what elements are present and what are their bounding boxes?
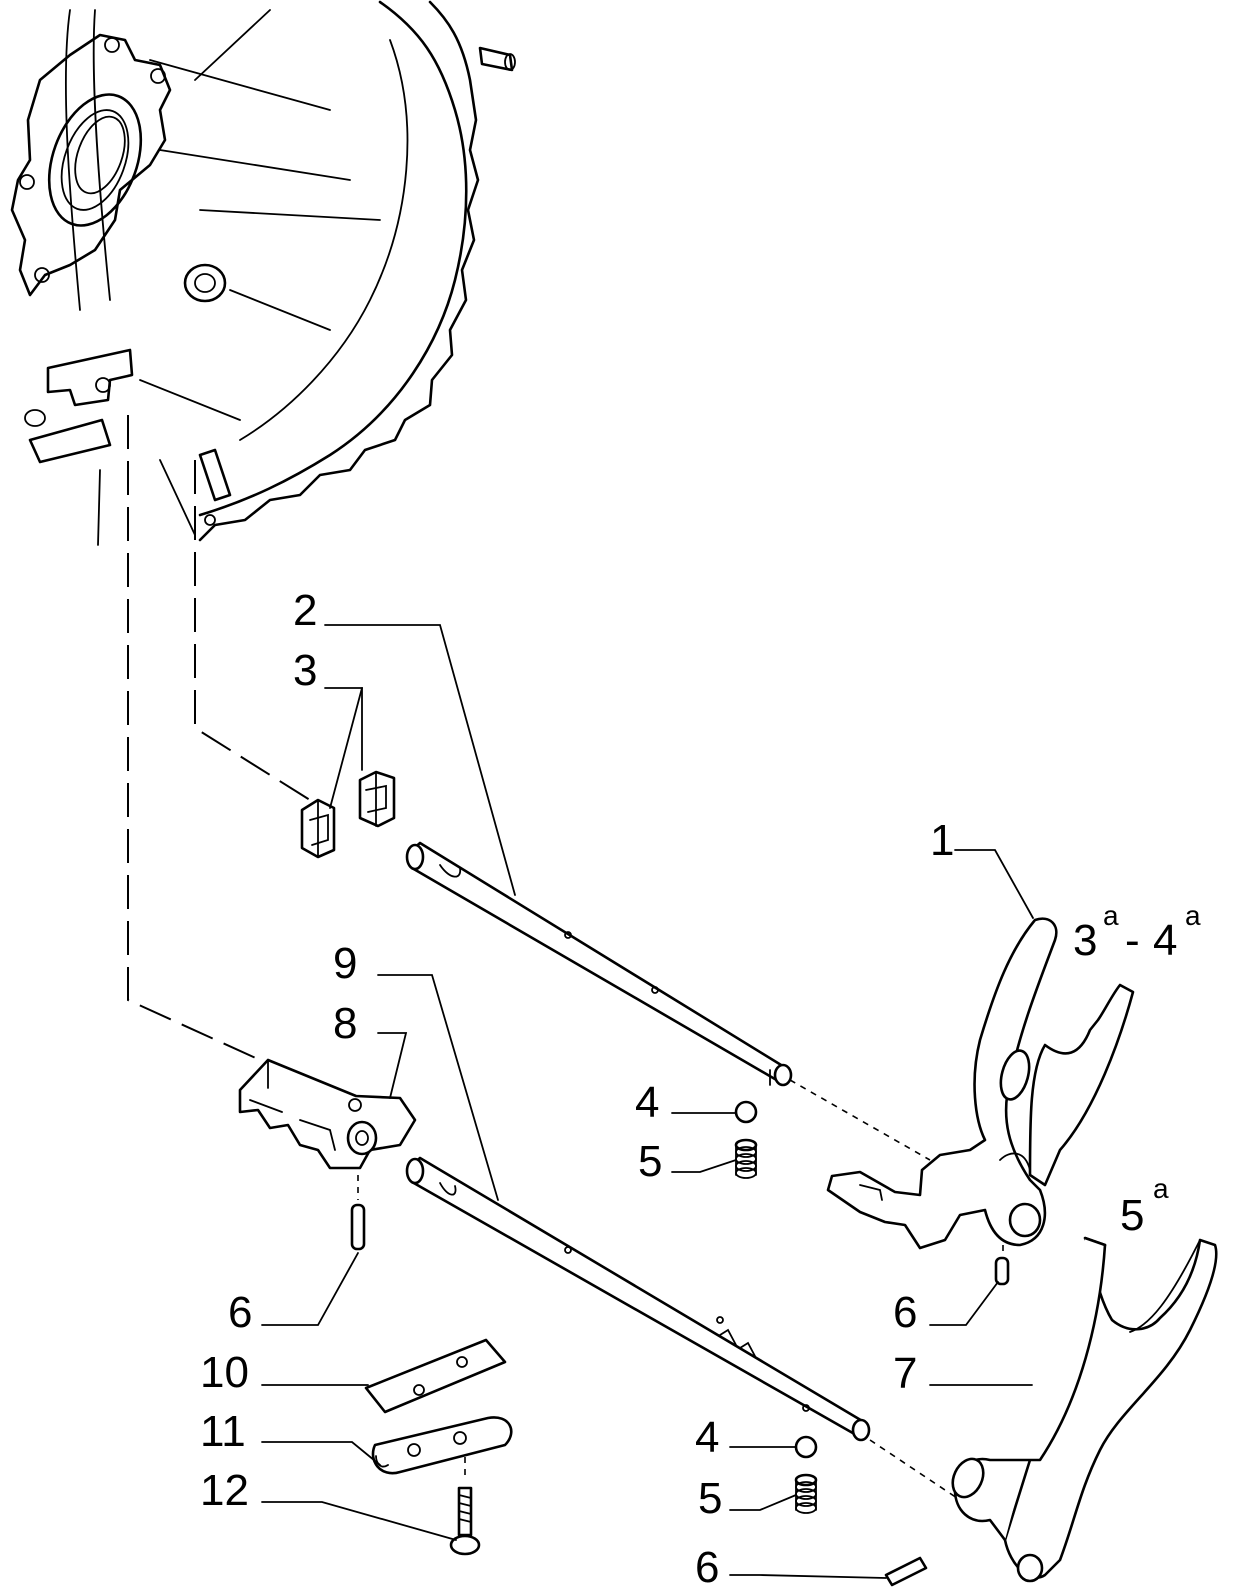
gear-label-5-superscript: a — [1153, 1173, 1169, 1204]
gear-label-5: 5 — [1120, 1191, 1144, 1240]
callout-8: 8 — [333, 999, 357, 1048]
gear-label-dash: - — [1125, 916, 1140, 965]
lower-shift-rod — [405, 1156, 871, 1442]
callout-4-upper: 4 — [635, 1078, 659, 1127]
callout-9: 9 — [333, 939, 357, 988]
upper-shift-rod — [405, 841, 793, 1087]
callout-labels: 1 2 3 4 5 6 6 7 8 9 10 11 12 4 5 6 — [200, 586, 954, 1589]
small-parts — [350, 1100, 1010, 1587]
callout-10: 10 — [200, 1348, 249, 1397]
gearbox-housing — [10, 0, 516, 546]
spring-lower — [794, 1473, 818, 1514]
gear-label-3-superscript: a — [1103, 900, 1119, 931]
selector-block — [238, 1058, 417, 1170]
clip-parts — [300, 770, 396, 859]
gear-label-4: 4 — [1153, 916, 1177, 965]
callout-7: 7 — [893, 1349, 917, 1398]
gear-label-3: 3 — [1073, 916, 1097, 965]
callout-6-bottom: 6 — [695, 1543, 719, 1589]
gear-label-4-superscript: a — [1185, 900, 1201, 931]
callout-11: 11 — [200, 1407, 246, 1456]
callout-1: 1 — [930, 816, 954, 865]
gear-designations: 3 a - 4 a 5 a — [1073, 900, 1201, 1240]
callout-4-lower: 4 — [695, 1413, 719, 1462]
callout-6-left: 6 — [228, 1288, 252, 1337]
shift-fork-3-4 — [826, 917, 1135, 1250]
callout-3: 3 — [293, 646, 317, 695]
callout-6-right: 6 — [893, 1288, 917, 1337]
screw — [449, 1486, 481, 1556]
callout-2: 2 — [293, 586, 317, 635]
plates — [364, 1338, 513, 1475]
callout-5-upper: 5 — [638, 1137, 662, 1186]
leader-lines — [261, 624, 1034, 1579]
callout-12: 12 — [200, 1466, 249, 1515]
shift-fork-5 — [951, 1236, 1218, 1583]
callout-5-lower: 5 — [698, 1474, 722, 1523]
spring-upper — [734, 1138, 758, 1179]
